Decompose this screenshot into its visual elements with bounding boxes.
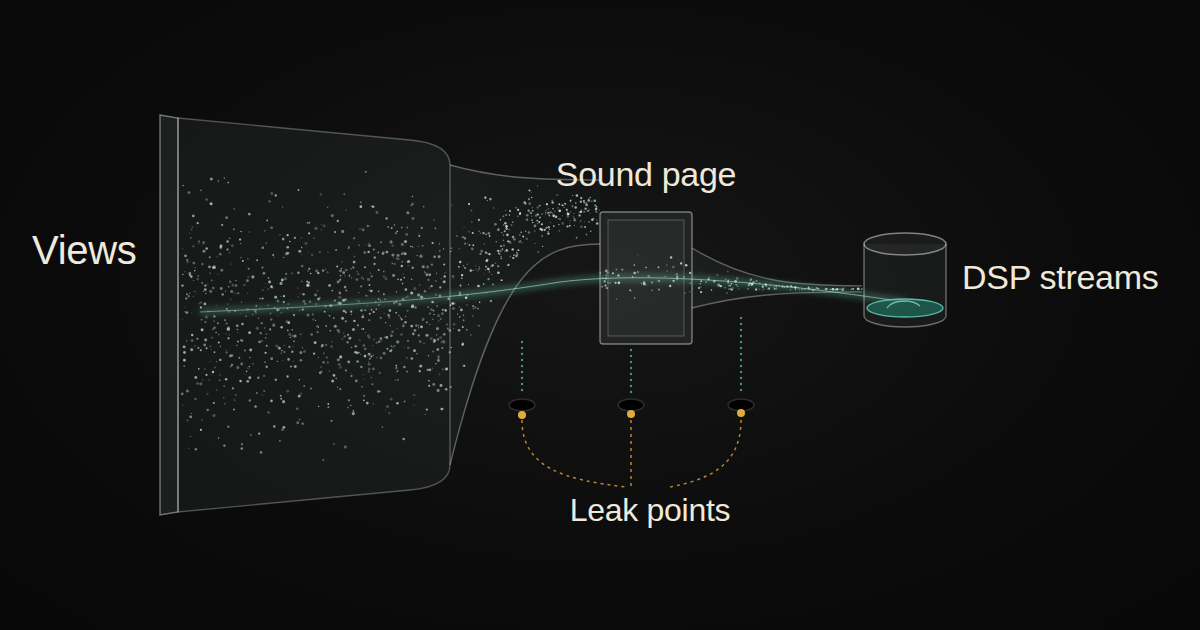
leak-points-label: Leak points [570, 493, 730, 528]
dsp-cylinder: DSP streams [862, 232, 948, 330]
leak-holes [509, 399, 754, 411]
glass-edge [864, 233, 946, 255]
views-funnel-mouth: Views [160, 115, 450, 515]
glass-edge [864, 244, 946, 327]
glass-edge [600, 212, 692, 344]
glass-edge [887, 301, 920, 308]
sound-page-box: Sound page [600, 212, 692, 344]
node-outline [160, 115, 450, 515]
node-heading: Sound page [556, 156, 736, 193]
glass-edge [608, 220, 684, 336]
glass-edge [867, 299, 943, 317]
leader-lines [522, 420, 741, 487]
node-outline [862, 232, 948, 330]
node-heading: Views [32, 228, 136, 272]
glass-edge [160, 115, 178, 515]
node-heading: DSP streams [962, 259, 1158, 296]
funnel-neck [450, 165, 600, 465]
glass-edge [178, 118, 450, 512]
node-outline [600, 212, 692, 344]
leak-dots [518, 409, 745, 419]
